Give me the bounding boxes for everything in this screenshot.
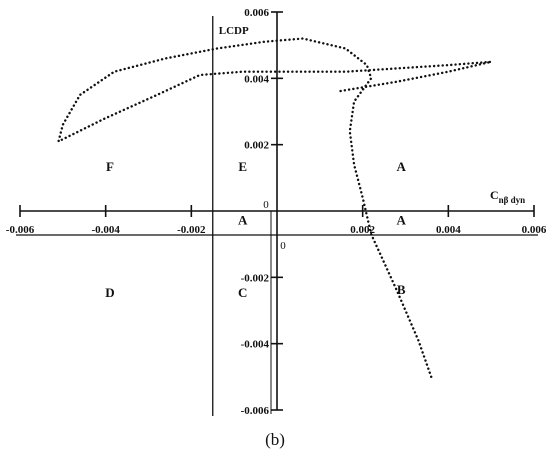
x-tick-label: 0	[280, 240, 286, 252]
axis-labels: LCDP Cnβ dyn	[219, 25, 525, 205]
y-tick-label: -0.002	[241, 272, 270, 284]
origin-label: 0	[263, 199, 269, 211]
x-tick-label: -0.002	[177, 224, 206, 236]
x-axis-title-subscript: nβ dyn	[499, 195, 526, 205]
y-tick-label: 0.004	[244, 73, 269, 85]
curve	[57, 37, 493, 378]
x-tick-label: -0.006	[6, 224, 35, 236]
axes	[16, 12, 538, 416]
x-tick-label: 0.004	[436, 224, 461, 236]
region-label: F	[106, 159, 114, 174]
y-tick-label: 0.006	[244, 7, 269, 19]
region-label: A	[397, 212, 407, 227]
region-label: B	[397, 282, 406, 297]
region-labels: F E A A A D C B	[105, 159, 406, 300]
region-label: E	[238, 159, 247, 174]
region-label: C	[238, 285, 247, 300]
x-tick-label: -0.004	[91, 224, 120, 236]
region-label: A	[397, 159, 407, 174]
figure-caption: (b)	[265, 430, 285, 449]
x-tick-label: 0.006	[522, 224, 547, 236]
ticks: -0.006 -0.004 -0.002 0 0.002 0.004 0.006 0.006 0…	[6, 7, 547, 417]
y-tick-label: 0.002	[244, 140, 269, 152]
y-tick-label: -0.006	[241, 405, 270, 417]
region-label: D	[105, 285, 114, 300]
x-axis-title: Cnβ dyn	[490, 188, 525, 205]
data-curve	[57, 37, 493, 378]
lcdp-label: LCDP	[219, 25, 249, 37]
region-label: A	[238, 212, 248, 227]
y-tick-label: -0.004	[241, 339, 270, 351]
